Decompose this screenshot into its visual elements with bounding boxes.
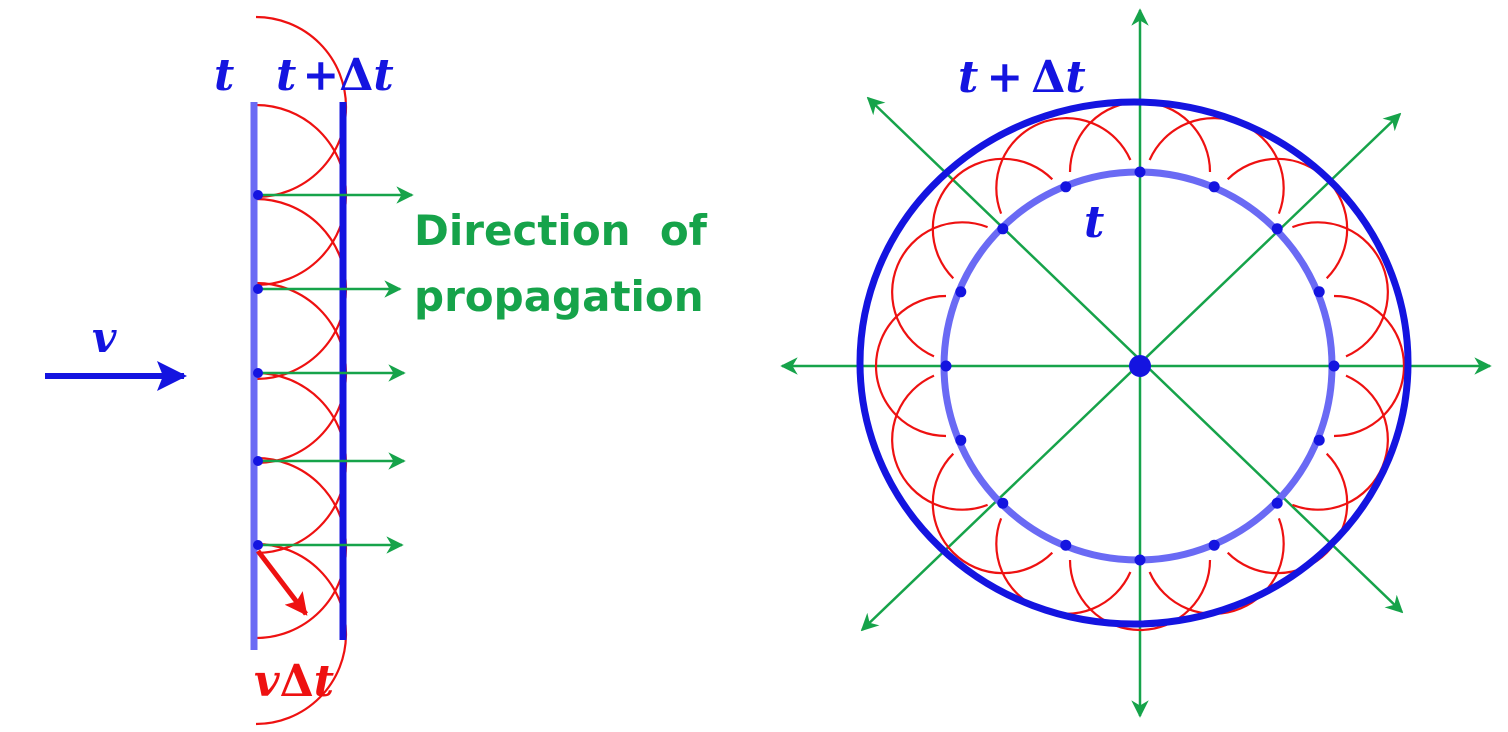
source-point (997, 497, 1009, 509)
label-outer-t-plus-dt: t+Δt (958, 52, 1086, 103)
plane-wave-diagram: t t+Δt v vΔt Direction of propagation (45, 15, 708, 726)
source-point (253, 368, 263, 378)
wavelet-semicircle (891, 221, 988, 358)
source-point (1328, 360, 1340, 372)
plane-source-points (253, 190, 263, 550)
wavelet-semicircle (1148, 518, 1285, 615)
source-point (1313, 434, 1325, 446)
wavelet-semicircle (874, 294, 947, 438)
source-point (1271, 223, 1283, 235)
source-point (940, 360, 952, 372)
label-t-plus-dt: t+Δt (276, 50, 394, 101)
source-point (1271, 497, 1283, 509)
source-point (253, 284, 263, 294)
source-point (955, 434, 967, 446)
plane-wavelets (255, 15, 348, 726)
label-velocity: v (92, 313, 117, 362)
plane-rays (256, 186, 414, 554)
source-point (1208, 181, 1220, 193)
wavelet-semicircle (1292, 221, 1389, 358)
source-point (253, 190, 263, 200)
source-point (955, 286, 967, 298)
label-v-delta-t: vΔt (254, 656, 334, 707)
point-source (1129, 355, 1151, 377)
wavelet-semicircle (995, 117, 1132, 214)
source-point (1313, 286, 1325, 298)
radius-arrow (256, 549, 308, 616)
source-point (1060, 181, 1072, 193)
source-point (253, 456, 263, 466)
source-point (1134, 166, 1146, 178)
wavelet-semicircle (931, 157, 1054, 280)
source-point (997, 223, 1009, 235)
source-point (1060, 539, 1072, 551)
source-point (1208, 539, 1220, 551)
label-t: t (214, 50, 234, 101)
wavelet-semicircle (1226, 452, 1349, 575)
label-inner-t: t (1084, 197, 1104, 248)
wavelet-semicircle (891, 374, 988, 511)
spherical-wavefront-t-dt (856, 98, 1412, 628)
label-direction-line1: Direction of (414, 206, 708, 255)
spherical-wave-diagram: t+Δt t (780, 8, 1492, 718)
source-point (253, 540, 263, 550)
spherical-source-points (940, 166, 1340, 566)
wavelet-semicircle (931, 452, 1054, 575)
label-direction-line2: propagation (414, 272, 704, 321)
source-point (1134, 554, 1146, 566)
wavelet-semicircle (1333, 294, 1406, 438)
wavelet-semicircle (1068, 559, 1212, 632)
